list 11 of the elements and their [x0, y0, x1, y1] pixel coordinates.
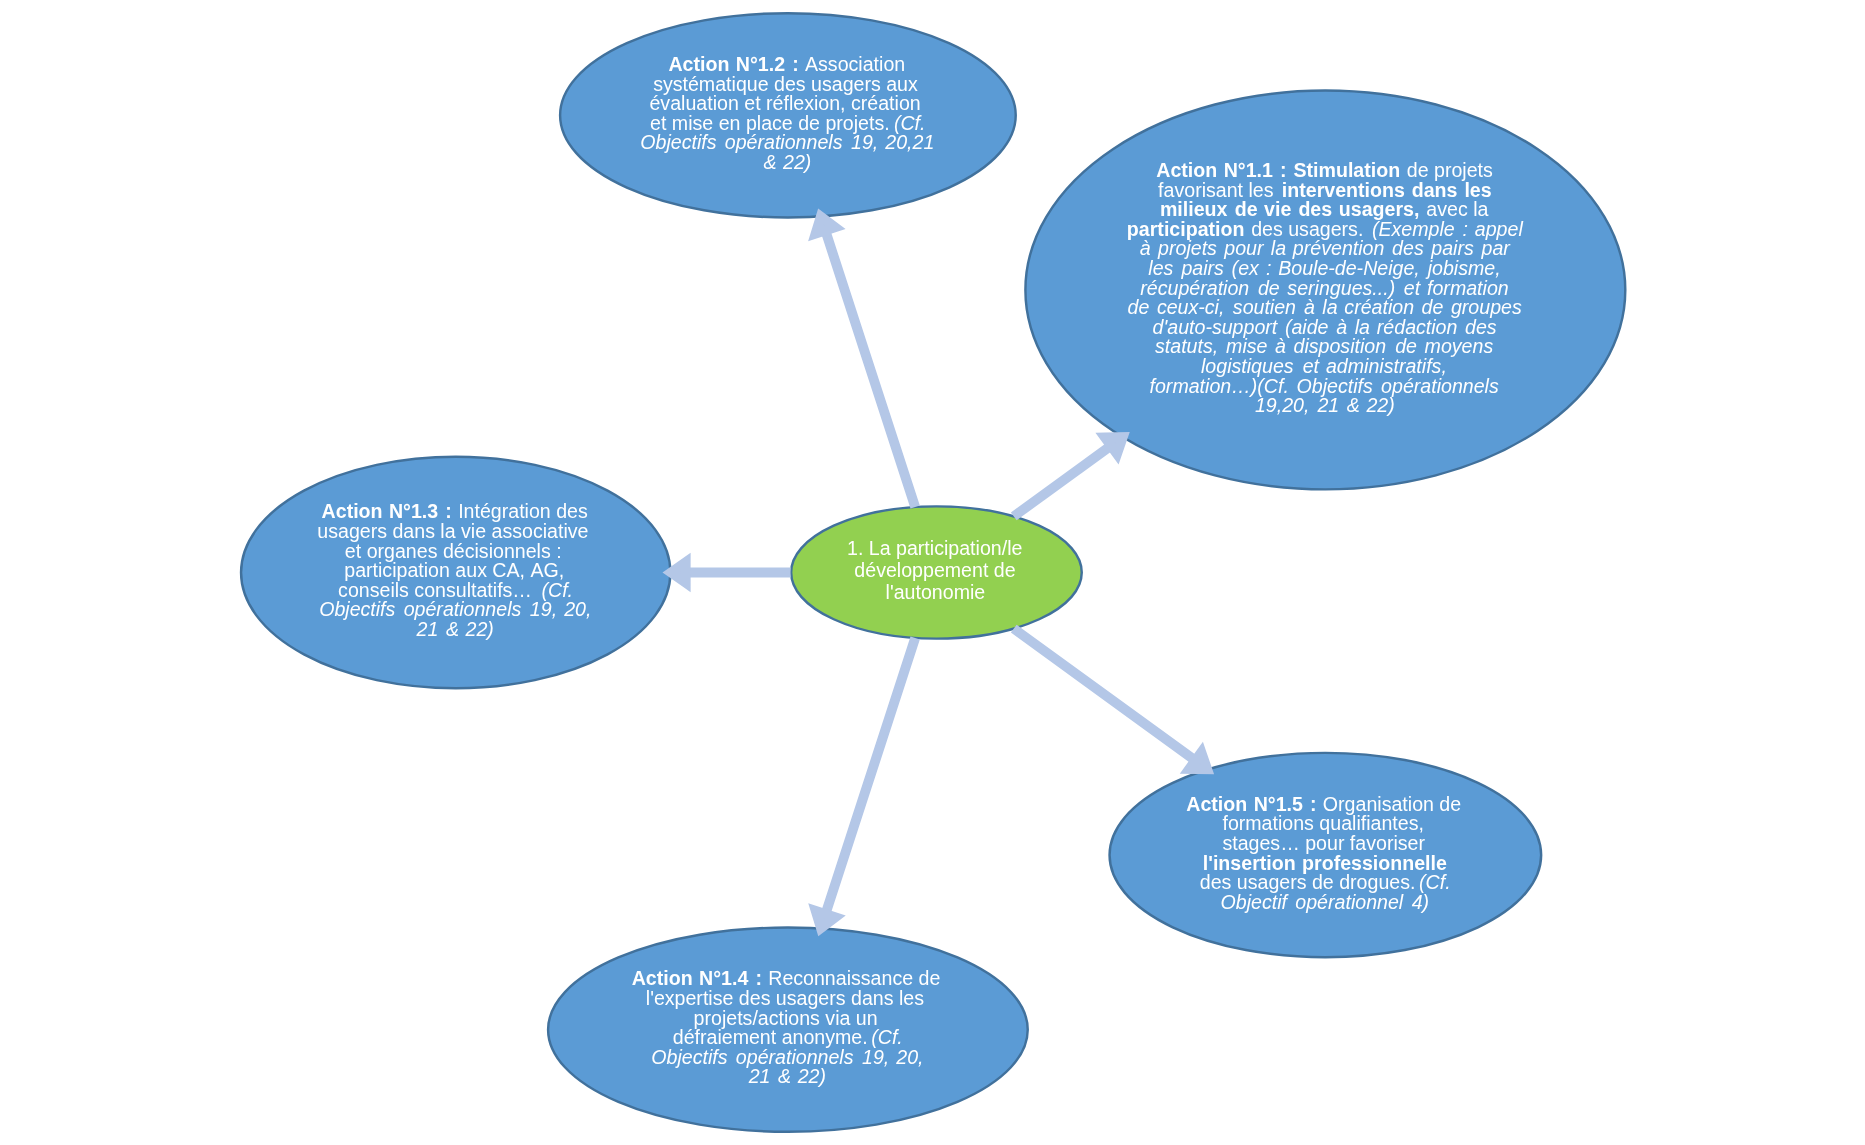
node-ellipse: Action N°1.4 : Reconnaissance de l'expertise des usagers dans les projets/actions via un défraiement anonyme.(Cf. Objectifs opérationnels 19, 20, 21 & 22): [546, 926, 1029, 1134]
node-ellipse: 1. La participation/le développement de l'autonomie: [789, 505, 1083, 640]
node-ellipse: Action N°1.2 : Association systématique des usagers aux évaluation et réflexion, création et mise en place de projets.(Cf. Objectifs opérationnels 19, 20,21 & 22): [558, 11, 1017, 219]
arrow: [1010, 624, 1214, 775]
node-ellipse: Action N°1.1 : Stimulation de projets favorisant les interventions dans les milieux de vie des usagers, avec la participation des usagers. (Exemple : appel à projets pour la prévention des pairs par les pairs (ex : Boule-de-Neige, jobisme, récupération de seringues...) et formation de ceux-ci, soutien à la création de groupes d'auto-support (aide à la rédaction des statuts, mise à disposition de moyens logistiques et administratifs, formation…)(Cf. Objectifs opérationnels 19,20, 21 & 22): [1023, 89, 1627, 491]
arrow: [662, 552, 791, 593]
node-ellipse: Action N°1.5 : Organisation de formations qualifiantes, stages… pour favoriser l'insertion professionnelle des usagers de drogues.(Cf. Objectif opérationnel 4): [1107, 751, 1542, 959]
node-ellipse: Action N°1.3 : Intégration des usagers dans la vie associative et organes décisionnels : participation aux CA, AG, conseils consultatifs… (Cf. Objectifs opérationnels 19, 20, 21 & 22): [239, 455, 672, 690]
arrow: [1010, 432, 1130, 521]
arrow: [807, 636, 920, 937]
arrow: [807, 208, 920, 509]
